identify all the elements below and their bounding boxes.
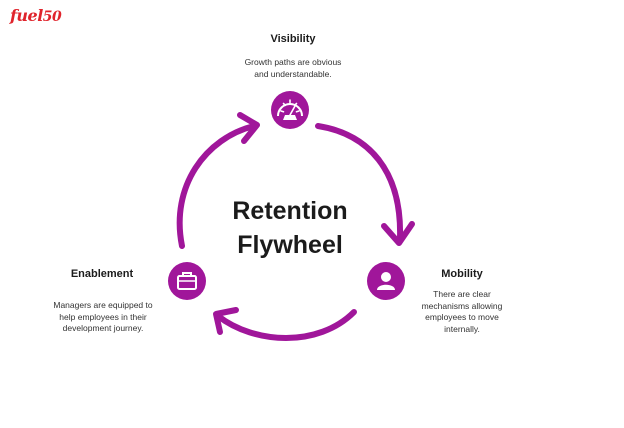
logo-text: fuel (10, 6, 43, 25)
enablement-desc-line: help employees in their (59, 311, 147, 322)
enablement-desc-line: Managers are equipped to (53, 300, 153, 310)
mobility-desc-line: mechanisms allowing (421, 300, 503, 311)
enablement-desc-line: development journey. (62, 323, 144, 333)
arrow-mobility-to-enablement (215, 309, 357, 341)
enablement-icon-circle (168, 262, 206, 300)
center-title: Retention Flywheel (190, 194, 390, 262)
mobility-desc-line: employees to move (425, 312, 499, 322)
visibility-desc-line: Growth paths are obvious (244, 57, 342, 67)
mobility-icon-circle (367, 262, 405, 300)
enablement-title: Enablement (70, 268, 134, 280)
gauge-icon (277, 99, 303, 120)
person-icon (377, 272, 395, 290)
arrow-visibility-to-mobility (315, 123, 404, 241)
arrowhead-enablement (213, 307, 239, 335)
mobility-desc-line: There are clear (433, 289, 491, 299)
visibility-title: Visibility (270, 33, 316, 45)
mobility-title: Mobility (441, 268, 483, 280)
arrow-enablement-to-visibility (176, 123, 257, 249)
briefcase-icon (177, 272, 197, 290)
center-title-line1: Retention (232, 197, 348, 225)
logo-number: 50 (42, 9, 62, 25)
arrowhead-visibility (237, 112, 260, 144)
visibility-description: Growth paths are obvious and understanda… (218, 57, 368, 80)
arrowhead-mobility (381, 221, 415, 246)
mobility-desc-line: internally. (444, 323, 480, 334)
center-title-line2: Flywheel (237, 231, 343, 259)
enablement-description: Managers are equipped to help employees … (38, 300, 168, 335)
visibility-desc-line: and understandable. (254, 68, 332, 79)
mobility-description: There are clear mechanisms allowing empl… (402, 289, 522, 335)
fuel50-logo: fuel50 (10, 6, 62, 25)
visibility-icon-circle (271, 91, 309, 129)
